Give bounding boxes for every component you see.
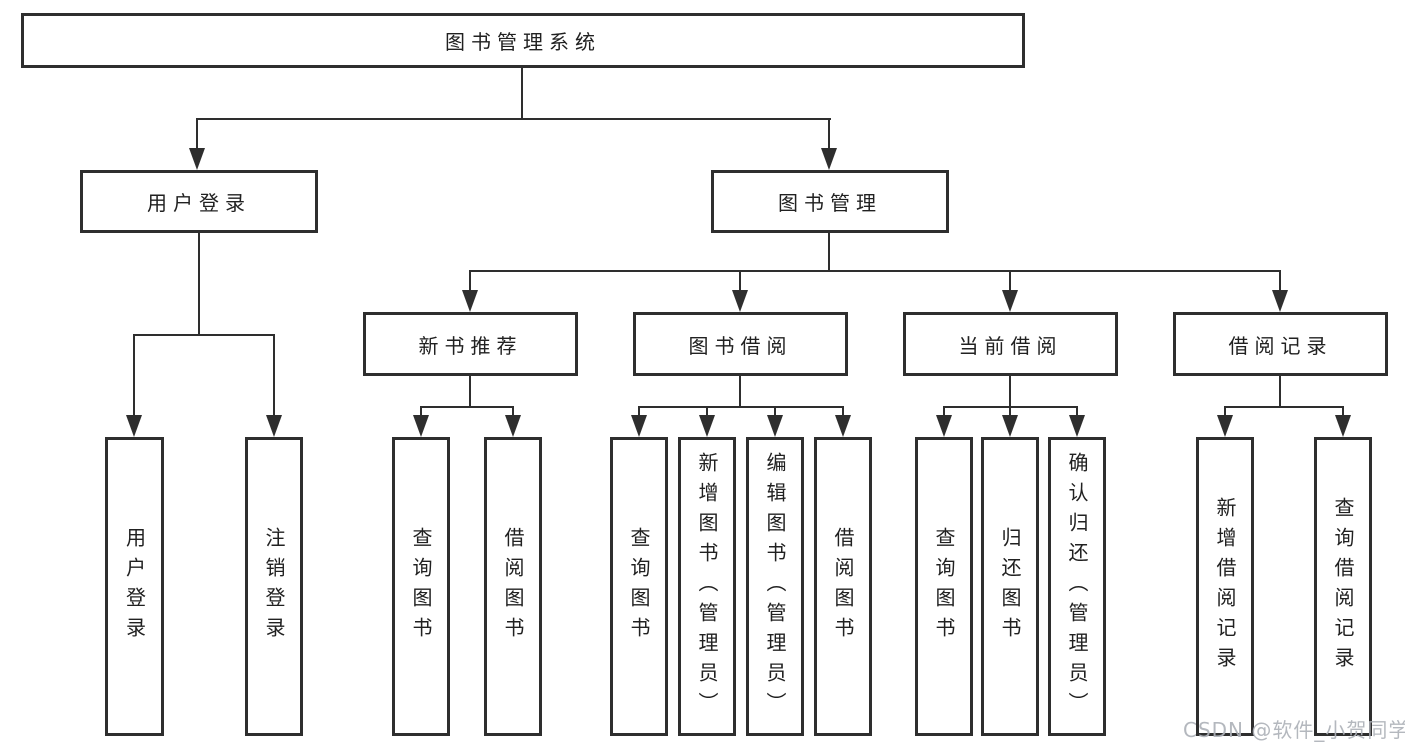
- leaf-br-add-record: 新增借阅记录: [1196, 437, 1254, 736]
- node-root: 图书管理系统: [21, 13, 1025, 68]
- arrow-down-icon: [266, 415, 282, 437]
- connector-line: [638, 406, 640, 417]
- leaf-cb-confirm-return-admin: 确认归还（管理员）: [1048, 437, 1106, 736]
- node-book-management: 图书管理: [711, 170, 949, 233]
- connector-line: [739, 270, 741, 292]
- leaf-user-login: 用户登录: [105, 437, 164, 736]
- arrow-down-icon: [1069, 415, 1085, 437]
- connector-line: [639, 406, 843, 408]
- connector-line: [512, 406, 514, 417]
- connector-line: [706, 406, 708, 417]
- arrow-down-icon: [1002, 415, 1018, 437]
- connector-line: [133, 334, 135, 417]
- leaf-label: 查询图书: [627, 526, 651, 647]
- connector-line: [420, 406, 422, 417]
- connector-line: [1224, 406, 1226, 417]
- arrow-down-icon: [1002, 290, 1018, 312]
- arrow-down-icon: [936, 415, 952, 437]
- arrow-down-icon: [462, 290, 478, 312]
- connector-line: [198, 233, 200, 336]
- connector-line: [470, 270, 1281, 272]
- connector-line: [1009, 406, 1011, 417]
- leaf-bb-query-books: 查询图书: [610, 437, 668, 736]
- leaf-label: 查询图书: [932, 526, 956, 647]
- node-book-borrowing: 图书借阅: [633, 312, 848, 376]
- arrow-down-icon: [505, 415, 521, 437]
- connector-line: [1225, 406, 1343, 408]
- leaf-bb-borrow-books: 借阅图书: [814, 437, 872, 736]
- leaf-logout: 注销登录: [245, 437, 303, 736]
- arrow-down-icon: [189, 148, 205, 170]
- connector-line: [943, 406, 945, 417]
- arrow-down-icon: [767, 415, 783, 437]
- arrow-down-icon: [1335, 415, 1351, 437]
- connector-line: [1009, 376, 1011, 408]
- leaf-label: 新增借阅记录: [1213, 496, 1237, 677]
- leaf-label: 借阅图书: [831, 526, 855, 647]
- leaf-label: 新增图书（管理员）: [695, 451, 719, 722]
- connector-line: [1279, 376, 1281, 408]
- leaf-label: 借阅图书: [501, 526, 525, 647]
- connector-line: [1279, 270, 1281, 292]
- connector-line: [739, 376, 741, 408]
- leaf-bb-add-books-admin: 新增图书（管理员）: [678, 437, 736, 736]
- connector-line: [197, 118, 831, 120]
- leaf-label: 用户登录: [122, 526, 147, 647]
- connector-line: [774, 406, 776, 417]
- arrow-down-icon: [126, 415, 142, 437]
- connector-line: [196, 118, 198, 152]
- connector-line: [828, 233, 830, 272]
- connector-line: [1076, 406, 1078, 417]
- leaf-br-query-record: 查询借阅记录: [1314, 437, 1372, 736]
- watermark: CSDN @软件_小贺同学: [1183, 718, 1405, 742]
- connector-line: [842, 406, 844, 417]
- connector-line: [469, 270, 471, 292]
- leaf-bb-edit-books-admin: 编辑图书（管理员）: [746, 437, 804, 736]
- arrow-down-icon: [821, 148, 837, 170]
- arrow-down-icon: [631, 415, 647, 437]
- leaf-label: 注销登录: [262, 526, 286, 647]
- connector-line: [421, 406, 513, 408]
- connector-line: [469, 376, 471, 408]
- connector-line: [521, 68, 523, 120]
- leaf-cb-query-books: 查询图书: [915, 437, 973, 736]
- connector-line: [273, 334, 275, 417]
- node-borrowing-records: 借阅记录: [1173, 312, 1388, 376]
- arrow-down-icon: [699, 415, 715, 437]
- leaf-label: 归还图书: [998, 526, 1022, 647]
- leaf-label: 查询借阅记录: [1331, 496, 1355, 677]
- leaf-nb-query-books: 查询图书: [392, 437, 450, 736]
- node-current-borrowing: 当前借阅: [903, 312, 1118, 376]
- node-user-login: 用户登录: [80, 170, 318, 233]
- leaf-cb-return-books: 归还图书: [981, 437, 1039, 736]
- leaf-nb-borrow-books: 借阅图书: [484, 437, 542, 736]
- arrow-down-icon: [413, 415, 429, 437]
- connector-line: [1342, 406, 1344, 417]
- arrow-down-icon: [1272, 290, 1288, 312]
- connector-line: [1009, 270, 1011, 292]
- arrow-down-icon: [835, 415, 851, 437]
- leaf-label: 查询图书: [409, 526, 433, 647]
- leaf-label: 编辑图书（管理员）: [763, 451, 787, 722]
- arrow-down-icon: [732, 290, 748, 312]
- node-new-book-recommend: 新书推荐: [363, 312, 578, 376]
- leaf-label: 确认归还（管理员）: [1065, 451, 1089, 722]
- connector-line: [134, 334, 274, 336]
- connector-line: [828, 118, 830, 152]
- arrow-down-icon: [1217, 415, 1233, 437]
